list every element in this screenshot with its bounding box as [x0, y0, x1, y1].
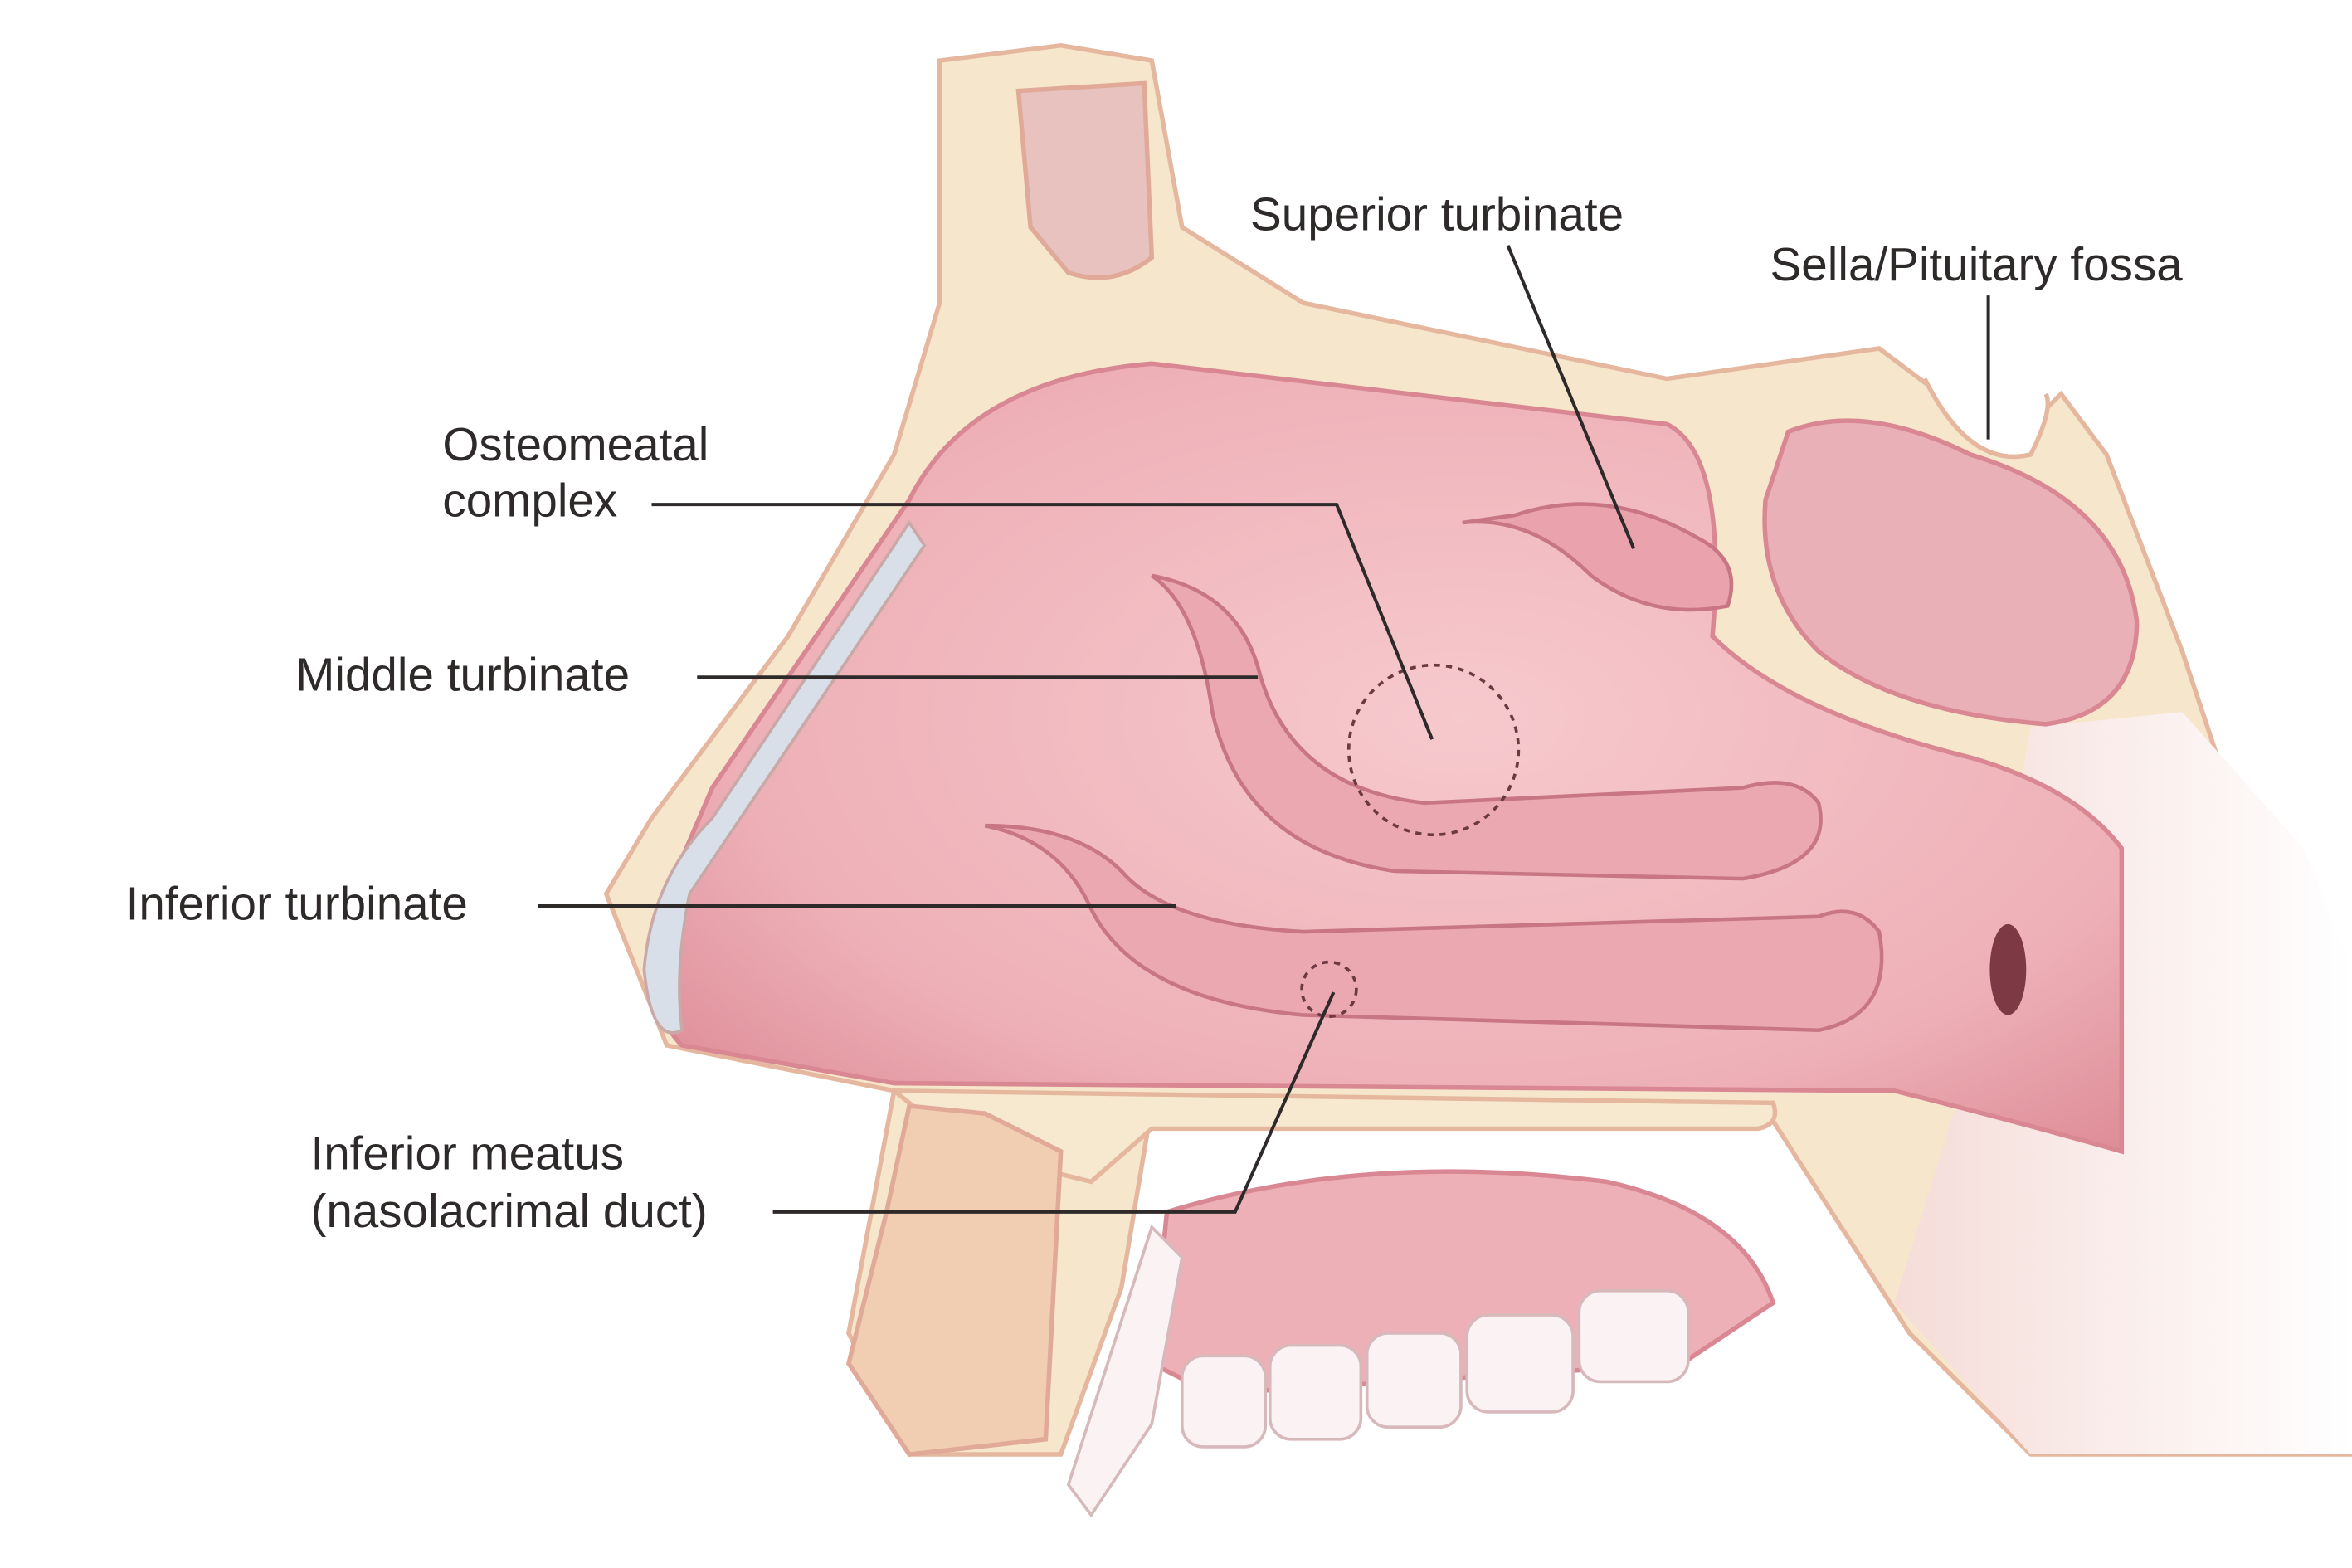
incisor — [1066, 1224, 1184, 1518]
tooth — [1465, 1313, 1575, 1414]
tooth — [1365, 1332, 1463, 1429]
leader-superior-turbinate — [1506, 245, 1636, 549]
nasal-cartilage — [642, 519, 927, 1035]
label-inferior-turbinate: Inferior turbinate — [126, 877, 468, 929]
sphenoid-sinus — [1762, 418, 2140, 727]
label-sella: Sella/Pituitary fossa — [1770, 238, 2184, 290]
label-inferior-meatus-1: Inferior meatus — [310, 1127, 624, 1180]
leader-osteomeatal — [651, 503, 1434, 740]
osteomeatal-complex-marker — [1346, 663, 1521, 836]
upper-lip — [845, 1103, 1064, 1457]
tooth — [1180, 1354, 1268, 1449]
hard-palate — [887, 1088, 1778, 1185]
leader-inferior-meatus — [772, 991, 1336, 1214]
frontal-sinus — [1015, 80, 1155, 280]
label-superior-turbinate: Superior turbinate — [1250, 188, 1624, 241]
teeth — [1066, 1224, 1690, 1518]
tooth — [1577, 1288, 1690, 1384]
eustachian-opening — [1989, 923, 2027, 1015]
superior-turbinate-shape — [1462, 502, 1734, 612]
label-osteomeatal-2: complex — [442, 475, 617, 527]
tooth — [1268, 1343, 1363, 1441]
label-middle-turbinate: Middle turbinate — [295, 649, 630, 701]
inferior-turbinate-shape — [984, 823, 1884, 1033]
middle-turbinate-shape — [1151, 573, 1823, 881]
label-inferior-meatus-2: (nasolacrimal duct) — [310, 1185, 707, 1237]
nasolacrimal-duct-marker — [1300, 960, 1358, 1019]
label-osteomeatal-1: Osteomeatal — [442, 418, 709, 470]
sella-turcica — [1922, 377, 2051, 460]
